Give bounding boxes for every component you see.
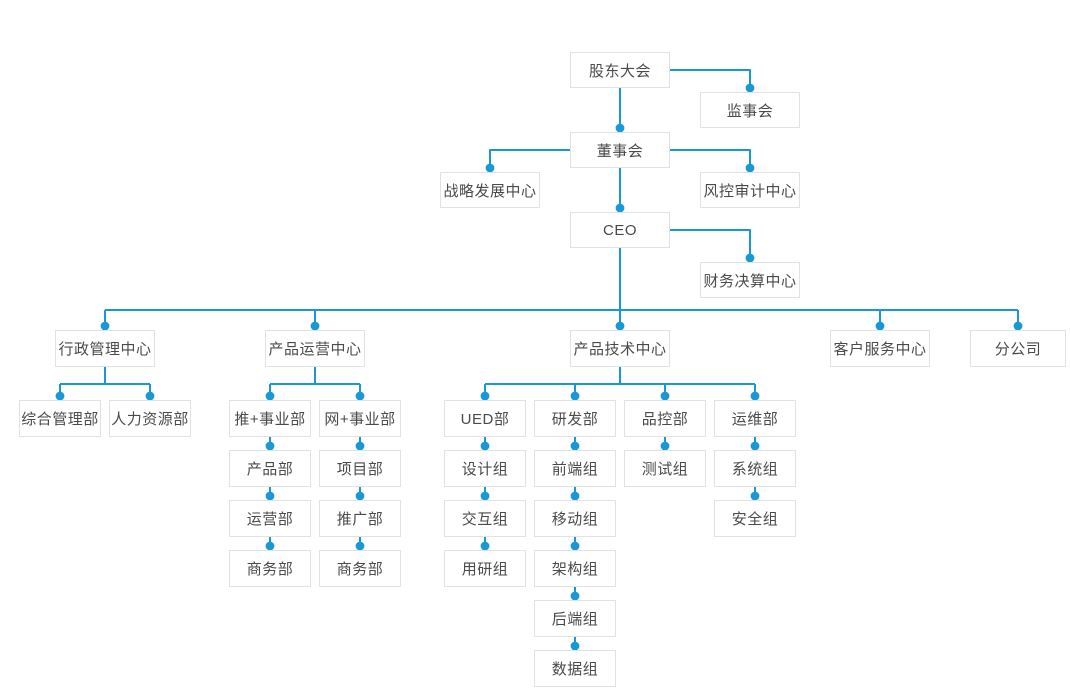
org-node-ops-center: 产品运营中心 xyxy=(265,330,365,367)
org-node-label-admin-center: 行政管理中心 xyxy=(58,341,152,358)
org-node-label-operation-dept: 运营部 xyxy=(246,511,294,528)
org-node-mobile-group: 移动组 xyxy=(534,500,616,537)
org-node-label-tech-center: 产品技术中心 xyxy=(573,341,667,358)
org-node-label-finance-center: 财务决算中心 xyxy=(703,272,797,290)
org-node-label-strategy-center: 战略发展中心 xyxy=(443,182,537,200)
org-node-research-group: 用研组 xyxy=(444,550,526,587)
org-node-design-group: 设计组 xyxy=(444,450,526,487)
org-node-label-business-dept-2: 商务部 xyxy=(336,561,384,578)
org-node-label-promotion-dept: 推广部 xyxy=(336,511,384,528)
org-node-label-supervisory: 监事会 xyxy=(726,102,774,120)
org-node-label-product-dept: 产品部 xyxy=(246,461,294,478)
org-node-label-risk-audit-center: 风控审计中心 xyxy=(703,182,797,200)
org-node-label-branch-company: 分公司 xyxy=(994,341,1042,358)
org-node-product-dept: 产品部 xyxy=(229,450,311,487)
org-node-label-interaction-group: 交互组 xyxy=(461,511,509,528)
org-node-board: 董事会 xyxy=(570,132,670,168)
org-node-backend-group: 后端组 xyxy=(534,600,616,637)
org-node-qc-dept: 品控部 xyxy=(624,400,706,437)
org-node-data-group: 数据组 xyxy=(534,650,616,687)
connector-line xyxy=(670,149,751,172)
org-node-om-dept: 运维部 xyxy=(714,400,796,437)
org-node-system-group: 系统组 xyxy=(714,450,796,487)
org-node-label-ued-dept: UED部 xyxy=(460,411,510,428)
org-node-label-om-dept: 运维部 xyxy=(731,411,779,428)
org-node-testing-group: 测试组 xyxy=(624,450,706,487)
connector-line xyxy=(489,149,570,172)
org-node-supervisory: 监事会 xyxy=(700,92,800,128)
org-node-finance-center: 财务决算中心 xyxy=(700,262,800,298)
org-node-wang-division: 网+事业部 xyxy=(319,400,401,437)
org-node-label-design-group: 设计组 xyxy=(461,461,509,478)
org-node-label-backend-group: 后端组 xyxy=(551,611,599,628)
org-node-project-dept: 项目部 xyxy=(319,450,401,487)
org-node-security-group: 安全组 xyxy=(714,500,796,537)
org-node-ued-dept: UED部 xyxy=(444,400,526,437)
org-node-label-mobile-group: 移动组 xyxy=(551,511,599,528)
org-node-label-service-center: 客户服务中心 xyxy=(833,341,927,358)
org-node-promotion-dept: 推广部 xyxy=(319,500,401,537)
org-node-interaction-group: 交互组 xyxy=(444,500,526,537)
org-node-tui-division: 推+事业部 xyxy=(229,400,311,437)
org-node-tech-center: 产品技术中心 xyxy=(570,330,670,367)
org-node-hr-dept: 人力资源部 xyxy=(109,400,191,437)
org-node-business-dept-1: 商务部 xyxy=(229,550,311,587)
org-node-branch-company: 分公司 xyxy=(970,330,1066,367)
org-node-operation-dept: 运营部 xyxy=(229,500,311,537)
org-node-strategy-center: 战略发展中心 xyxy=(440,172,540,208)
org-node-label-system-group: 系统组 xyxy=(731,461,779,478)
org-node-general-admin-dept: 综合管理部 xyxy=(19,400,101,437)
org-node-label-wang-division: 网+事业部 xyxy=(324,411,396,428)
connector-line xyxy=(670,69,751,92)
org-node-shareholders: 股东大会 xyxy=(570,52,670,88)
org-node-rd-dept: 研发部 xyxy=(534,400,616,437)
org-node-label-ceo: CEO xyxy=(602,221,637,239)
org-node-label-testing-group: 测试组 xyxy=(641,461,689,478)
org-node-frontend-group: 前端组 xyxy=(534,450,616,487)
connector-line xyxy=(670,229,751,262)
org-node-label-architecture-group: 架构组 xyxy=(551,561,599,578)
org-node-label-qc-dept: 品控部 xyxy=(641,411,689,428)
org-node-label-tui-division: 推+事业部 xyxy=(234,411,306,428)
org-node-label-security-group: 安全组 xyxy=(731,511,779,528)
org-node-label-frontend-group: 前端组 xyxy=(551,461,599,478)
org-node-label-project-dept: 项目部 xyxy=(336,461,384,478)
org-node-label-shareholders: 股东大会 xyxy=(588,62,651,80)
org-node-architecture-group: 架构组 xyxy=(534,550,616,587)
org-node-label-research-group: 用研组 xyxy=(461,561,509,578)
org-node-risk-audit-center: 风控审计中心 xyxy=(700,172,800,208)
org-node-label-hr-dept: 人力资源部 xyxy=(111,411,189,428)
org-node-label-board: 董事会 xyxy=(596,142,644,160)
org-node-label-general-admin-dept: 综合管理部 xyxy=(21,411,99,428)
org-node-label-ops-center: 产品运营中心 xyxy=(268,341,362,358)
org-node-label-business-dept-1: 商务部 xyxy=(246,561,294,578)
org-node-ceo: CEO xyxy=(570,212,670,248)
org-node-business-dept-2: 商务部 xyxy=(319,550,401,587)
org-node-label-data-group: 数据组 xyxy=(551,661,599,678)
org-node-service-center: 客户服务中心 xyxy=(830,330,930,367)
org-node-label-rd-dept: 研发部 xyxy=(551,411,599,428)
org-node-admin-center: 行政管理中心 xyxy=(55,330,155,367)
